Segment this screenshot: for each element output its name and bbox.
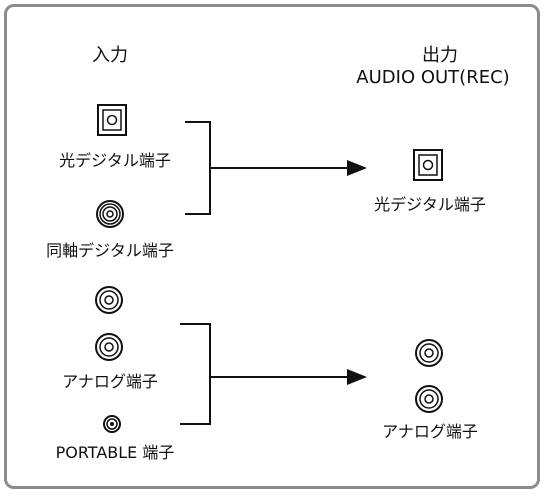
optical-jack-icon [97,104,127,136]
output-subheading: AUDIO OUT(REC) [356,67,510,88]
input-coaxial-label: 同軸デジタル端子 [46,241,174,260]
input-optical-label: 光デジタル端子 [59,151,171,170]
input-analog-label: アナログ端子 [62,372,158,391]
portable-jack-icon [103,415,121,433]
input-portable-label: PORTABLE 端子 [55,443,175,462]
input-heading: 入力 [92,45,128,66]
output-analog-label: アナログ端子 [382,422,478,441]
rca-jack-icon [415,385,443,413]
rca-jack-icon [95,333,123,361]
digital-connection-bracket [185,121,367,215]
diagram-frame [4,4,540,489]
rca-jack-icon [415,339,443,367]
rca-jack-icon [95,286,123,314]
output-optical-label: 光デジタル端子 [374,195,486,214]
optical-jack-icon [413,149,443,181]
coaxial-jack-icon [96,200,124,228]
analog-connection-bracket [180,323,367,425]
output-heading: 出力 [422,45,458,66]
